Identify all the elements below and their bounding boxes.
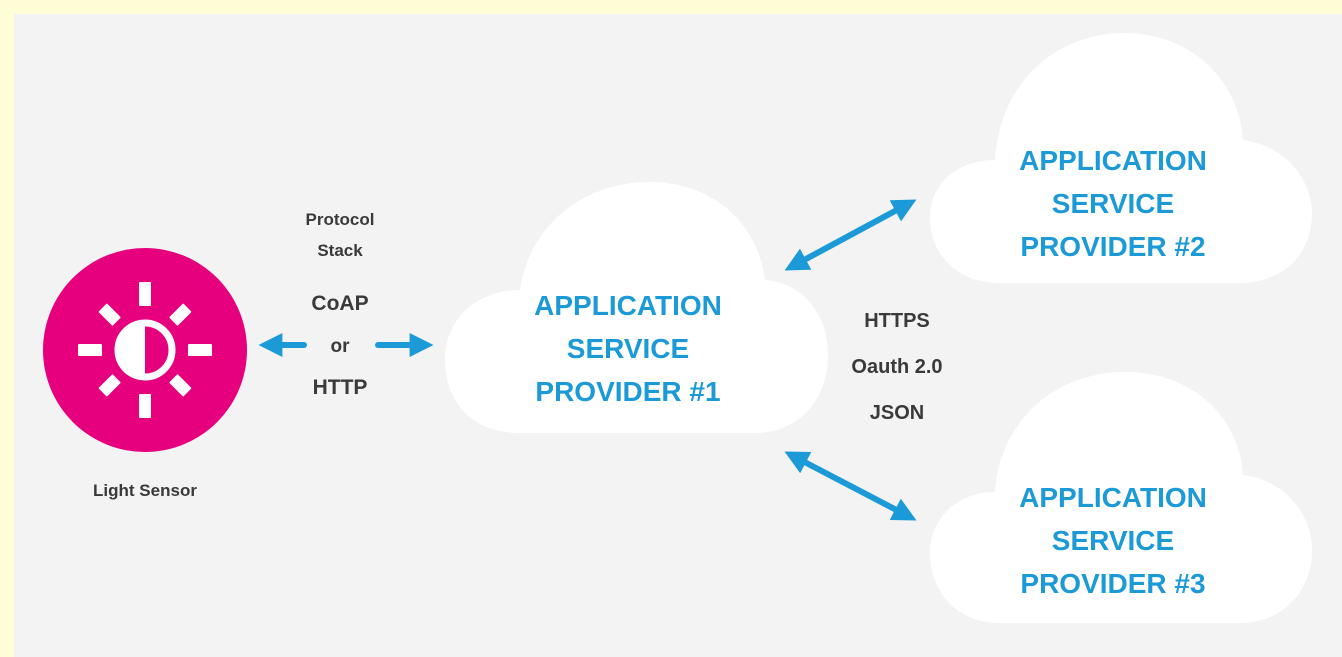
api-https: HTTPS — [864, 310, 930, 332]
provider-3-line1: APPLICATION — [1019, 482, 1207, 513]
light-sensor: Light Sensor — [43, 248, 247, 500]
sensor-label: Light Sensor — [93, 481, 197, 500]
provider-1-line2: SERVICE — [567, 333, 689, 364]
protocol-option-coap: CoAP — [311, 292, 368, 315]
provider-1-line1: APPLICATION — [534, 290, 722, 321]
api-json: JSON — [870, 402, 924, 424]
sun-icon — [78, 282, 212, 418]
provider-1-line3: PROVIDER #1 — [535, 376, 720, 407]
provider-2-line3: PROVIDER #2 — [1020, 231, 1205, 262]
double-arrow-to-provider-3 — [784, 451, 917, 521]
protocol-stack-title-line2: Stack — [317, 241, 363, 260]
api-oauth: Oauth 2.0 — [851, 356, 942, 378]
protocol-option-http: HTTP — [313, 376, 368, 399]
cloud-provider-1: APPLICATION SERVICE PROVIDER #1 — [445, 181, 828, 433]
api-stack: HTTPS Oauth 2.0 JSON — [851, 310, 942, 424]
cloud-provider-2: APPLICATION SERVICE PROVIDER #2 — [930, 33, 1312, 283]
provider-2-line2: SERVICE — [1052, 188, 1174, 219]
protocol-stack: Protocol Stack CoAP or HTTP — [306, 210, 375, 399]
protocol-stack-title-line1: Protocol — [306, 210, 375, 229]
double-arrow-to-provider-2 — [784, 199, 917, 271]
protocol-connector: or — [331, 336, 351, 357]
provider-3-line2: SERVICE — [1052, 525, 1174, 556]
cloud-provider-3: APPLICATION SERVICE PROVIDER #3 — [930, 372, 1312, 623]
provider-2-line1: APPLICATION — [1019, 145, 1207, 176]
provider-3-line3: PROVIDER #3 — [1020, 568, 1205, 599]
